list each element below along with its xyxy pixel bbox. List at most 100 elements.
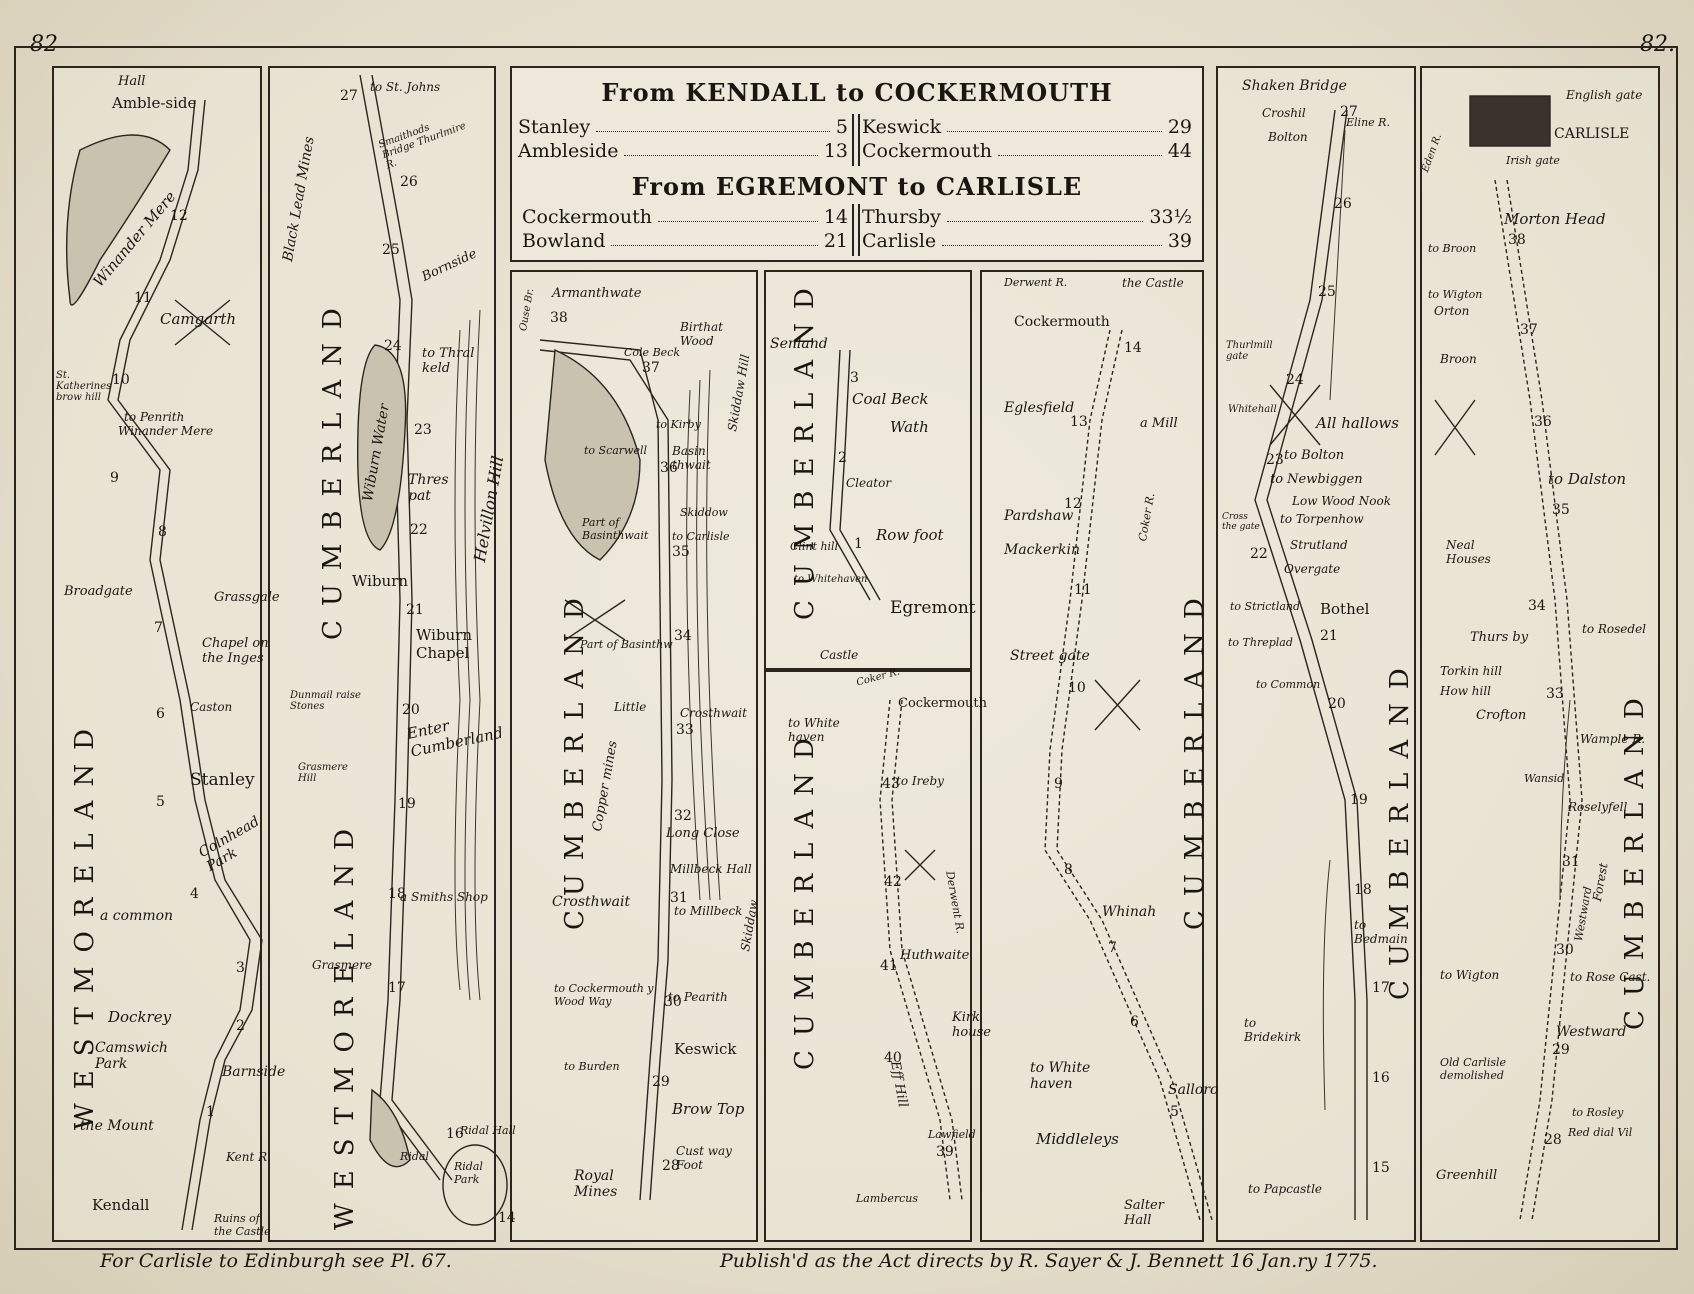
strip7-mile: 37	[1520, 322, 1538, 338]
strip2-place: Dunmail raise Stones	[290, 690, 361, 712]
strip6-place: Croshil	[1262, 106, 1306, 120]
footer-note-left: For Carlisle to Edinburgh see Pl. 67.	[100, 1250, 452, 1272]
strip1-mile: 3	[236, 960, 245, 976]
strip4a-mile: 1	[854, 536, 863, 552]
strip5-mile: 13	[1070, 414, 1088, 430]
strip7-road-a	[1494, 179, 1571, 1221]
strip1-place: Grassgale	[214, 590, 280, 605]
strip6-place: Cross the gate	[1222, 512, 1260, 532]
strip3-mile: 37	[642, 360, 660, 376]
strip6-place: Bolton	[1268, 130, 1308, 144]
basinthwait-lake	[544, 348, 641, 561]
strip6-mile: 26	[1334, 196, 1352, 212]
strip3-place: to Carlisle	[672, 530, 730, 543]
strip4a-mile: 2	[838, 450, 847, 466]
strip1-place: Barnside	[222, 1064, 286, 1080]
strip1-mile: 10	[112, 372, 130, 388]
strip3-place: Long Close	[666, 826, 740, 841]
strip-5-frame	[980, 270, 1204, 1242]
strip7-place: Greenhill	[1436, 1168, 1498, 1183]
strip3-mile: 35	[672, 544, 690, 560]
footer-imprint-right: Publish'd as the Act directs by R. Sayer…	[720, 1250, 1378, 1272]
helvillon-hill-hatch-2	[464, 319, 471, 1001]
strip5-mile: 8	[1064, 862, 1073, 878]
strip3-place: to Cockermouth y Wood Way	[554, 982, 654, 1008]
title-divider-1	[852, 114, 860, 166]
strip2-place: Ridal Hall	[460, 1124, 516, 1137]
strip4b-mile: 39	[936, 1144, 954, 1160]
strip4b-place: Lambercus	[856, 1192, 918, 1205]
strip5-place: Middleleys	[1036, 1130, 1119, 1148]
strip7-place: How hill	[1440, 684, 1492, 698]
strip4b-place: to Ireby	[896, 774, 944, 788]
strip4a-place: Castle	[820, 648, 859, 662]
strip1-place: a common	[100, 908, 174, 924]
title-egremont-carlisle: From EGREMONT to CARLISLE	[631, 172, 1083, 201]
westward-hatch	[1559, 699, 1571, 901]
strip7-mile: 30	[1556, 942, 1574, 958]
strip6-place: Eline R.	[1346, 116, 1390, 129]
strip6-place: Strutland	[1290, 538, 1348, 552]
strip3-place: to Scarwell	[584, 444, 648, 457]
strip2-road-b	[371, 74, 453, 1181]
strip1-place: St. Katherines brow hill	[56, 370, 112, 403]
strip4b-county-label: CUMBERLAND	[790, 724, 820, 1070]
grasmere-lake	[369, 1088, 411, 1168]
strip2-place: to St. Johns	[370, 80, 441, 94]
strip2-place: Wiburn	[352, 572, 409, 590]
strip2-mile: 25	[382, 242, 400, 258]
strip4a-place: Wath	[890, 418, 929, 436]
strip7-place: Torkin hill	[1440, 664, 1502, 678]
strip3-place: to Burden	[564, 1060, 620, 1073]
strip6-place: to Bolton	[1284, 448, 1345, 463]
bolton-hill-hatch	[1329, 129, 1346, 401]
strip5-mile: 11	[1074, 582, 1092, 598]
strip-4b-frame	[764, 670, 972, 1242]
strip1-place: Kendall	[92, 1196, 150, 1214]
strip1-place: Hall	[118, 74, 146, 89]
strip6-mile: 21	[1320, 628, 1338, 644]
strip2-place: Grasmere	[312, 958, 372, 972]
strip1-mile: 2	[236, 1018, 245, 1034]
strip6-place: to Bridekirk	[1244, 1016, 1302, 1044]
strip6-place: Shaken Bridge	[1242, 78, 1347, 94]
strip7-place: to Dalston	[1548, 470, 1627, 488]
title-kendall-cockermouth: From KENDALL to COCKERMOUTH	[601, 78, 1113, 107]
strip1-place: to Penrith	[124, 410, 185, 424]
strip4a-county-label: CUMBERLAND	[790, 274, 820, 620]
strip2-place: Ridal Park	[454, 1160, 483, 1186]
strip6-road-a	[1254, 109, 1356, 1220]
strip4a-place: to Whitehaven	[794, 574, 868, 585]
strip3-place: Little	[614, 700, 647, 714]
strip2-mile: 21	[406, 602, 424, 618]
strip2-mile: 24	[384, 338, 402, 354]
cross-symbol-1	[174, 299, 231, 346]
strip3-mile: 32	[674, 808, 692, 824]
strip5-road-b	[1056, 329, 1213, 1221]
strip5-place: Mackerkin	[1004, 542, 1080, 558]
strip6-mile: 15	[1372, 1160, 1390, 1176]
strip5-mile: 14	[1124, 340, 1142, 356]
page-number-right: 82.	[1640, 32, 1675, 57]
strip3-place: Cust way Foot	[676, 1144, 732, 1172]
strip1-place: Stanley	[190, 770, 255, 790]
strip1-place: the Mount	[80, 1118, 154, 1134]
strip6-mile: 22	[1250, 546, 1268, 562]
strip2-place: Wiburn Chapel	[416, 626, 473, 662]
strip2-mile: 22	[410, 522, 428, 538]
strip7-place: Wample R.	[1580, 732, 1646, 746]
map-frame	[14, 46, 1678, 1250]
strip3-mile: 29	[652, 1074, 670, 1090]
skiddaw-hatch-3	[686, 389, 701, 901]
strip3-mile: 36	[660, 460, 678, 476]
skiddaw-hatch-2	[696, 379, 711, 901]
strip6-place: to Common	[1256, 678, 1321, 691]
strip7-place: Broon	[1440, 352, 1477, 366]
strip6-county-label: CUMBERLAND	[1385, 654, 1415, 1000]
strip1-place: Kent R.	[226, 1150, 271, 1164]
strip3-place: Keswick	[674, 1040, 737, 1058]
strip6-place: Overgate	[1284, 562, 1341, 576]
strip6-mile: 17	[1372, 980, 1390, 996]
